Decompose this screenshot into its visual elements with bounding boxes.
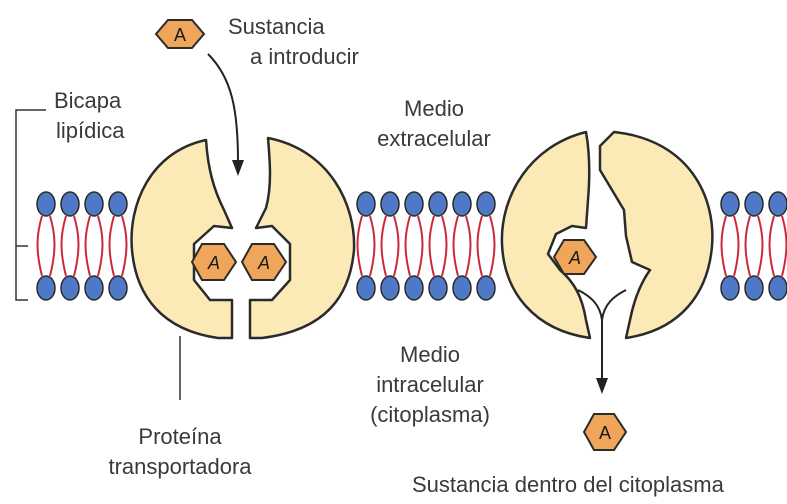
lipid-head-top [745, 192, 763, 216]
lipid-head-bottom [61, 276, 79, 300]
intracellular-label-line2: intracelular [376, 372, 484, 397]
protein-left-half [132, 140, 232, 338]
lipid-tail [406, 216, 423, 276]
protein-right-half [250, 138, 354, 338]
protein-label-line2: transportadora [108, 454, 252, 479]
lipid-head-top [721, 192, 739, 216]
substance-in-label-line2: a introducir [250, 44, 359, 69]
lipid-head-top [453, 192, 471, 216]
molecule-a-bound-1: A [192, 244, 236, 280]
molecule-a-incoming: A [156, 20, 204, 48]
lipid-head-bottom [745, 276, 763, 300]
lipid-tail [62, 216, 79, 276]
protein-left-half [502, 132, 590, 338]
lipid-head-bottom [721, 276, 739, 300]
lipid-head-bottom [429, 276, 447, 300]
lipid-tail [770, 216, 787, 276]
intracellular-label-line1: Medio [400, 342, 460, 367]
lipid-head-bottom [85, 276, 103, 300]
lipid-tail [430, 216, 447, 276]
lipid-tail [382, 216, 399, 276]
lipid-head-top [429, 192, 447, 216]
lipid-head-bottom [453, 276, 471, 300]
lipid-bilayer-left-segment [37, 192, 127, 300]
bilayer-label-line1: Bicapa [54, 88, 122, 113]
lipid-tail [86, 216, 103, 276]
lipid-head-top [109, 192, 127, 216]
lipid-head-top [381, 192, 399, 216]
bilayer-label-line2: lipídica [56, 118, 125, 143]
molecule-letter: A [174, 25, 186, 45]
lipid-head-bottom [477, 276, 495, 300]
protein-right-half [600, 132, 712, 338]
lipid-head-top [85, 192, 103, 216]
lipid-head-bottom [109, 276, 127, 300]
protein-label-line1: Proteína [138, 424, 222, 449]
molecule-a-released: A [584, 414, 626, 450]
extracellular-label-line1: Medio [404, 96, 464, 121]
lipid-tail [454, 216, 471, 276]
lipid-head-top [37, 192, 55, 216]
molecule-letter: A [568, 248, 581, 268]
lipid-bilayer-middle-segment [357, 192, 495, 300]
exit-arrow-head [596, 378, 608, 394]
substance-out-label: Sustancia dentro del citoplasma [412, 472, 725, 497]
lipid-head-top [477, 192, 495, 216]
molecule-letter: A [257, 253, 270, 273]
lipid-tail [746, 216, 763, 276]
substance-in-label-line1: Sustancia [228, 14, 325, 39]
intracellular-label-line3: (citoplasma) [370, 402, 490, 427]
extracellular-label-line2: extracelular [377, 126, 491, 151]
lipid-tail [722, 216, 739, 276]
lipid-head-bottom [769, 276, 787, 300]
molecule-a-bound-2: A [242, 244, 286, 280]
entry-arrow [208, 54, 238, 162]
lipid-head-top [769, 192, 787, 216]
lipid-head-top [61, 192, 79, 216]
exit-arrow-right-stroke [602, 290, 626, 320]
lipid-tail [38, 216, 55, 276]
lipid-tail [110, 216, 127, 276]
lipid-bilayer-right-segment [721, 192, 787, 300]
molecule-letter: A [207, 253, 220, 273]
lipid-head-top [405, 192, 423, 216]
lipid-head-bottom [381, 276, 399, 300]
lipid-tail [478, 216, 495, 276]
transporter-protein-open-outside [132, 138, 355, 338]
lipid-head-top [357, 192, 375, 216]
lipid-tail [358, 216, 375, 276]
lipid-head-bottom [37, 276, 55, 300]
entry-arrow-head [232, 160, 244, 176]
molecule-letter: A [599, 423, 611, 443]
lipid-head-bottom [405, 276, 423, 300]
molecule-a-in-channel: A [554, 240, 596, 274]
lipid-head-bottom [357, 276, 375, 300]
